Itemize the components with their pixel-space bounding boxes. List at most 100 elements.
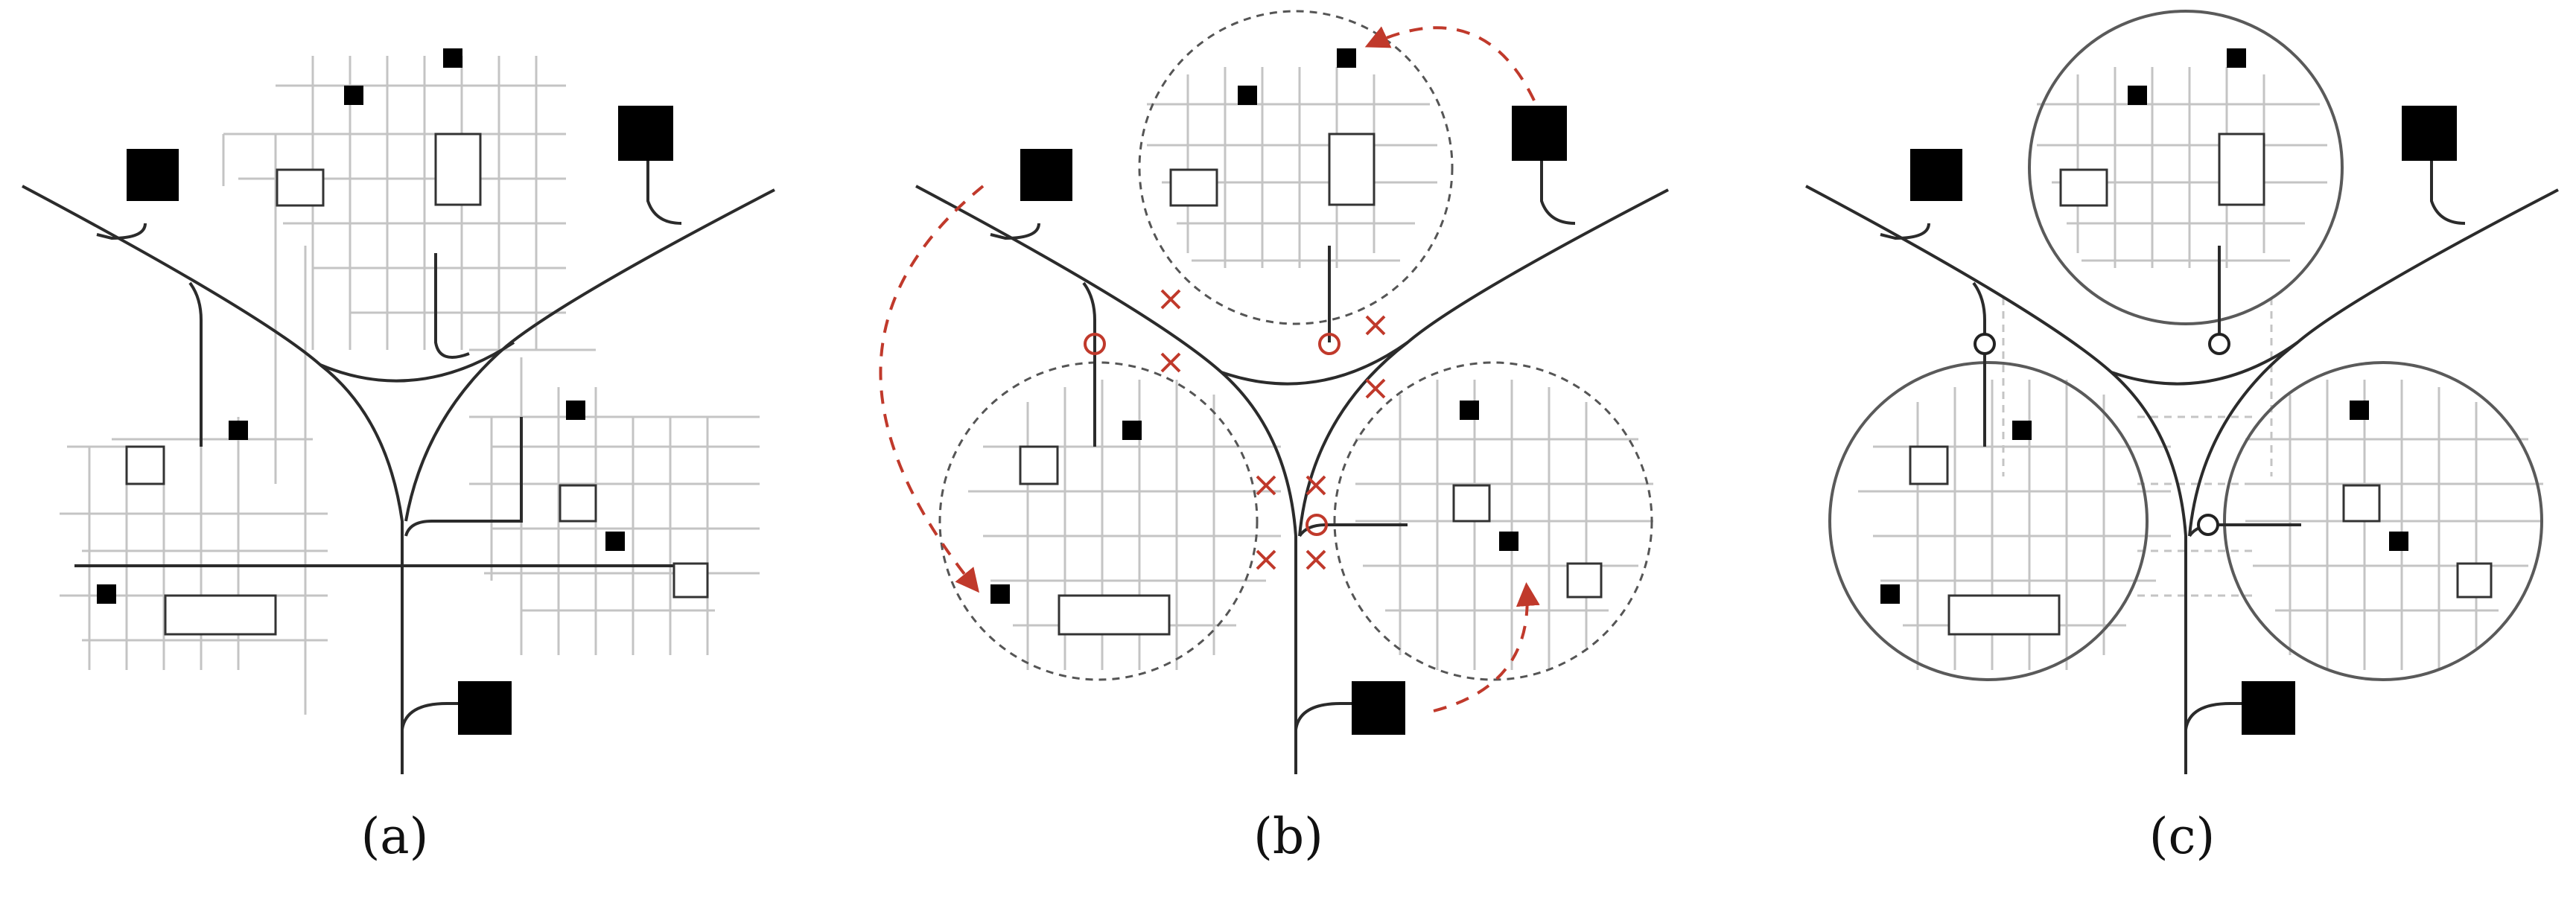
dashed-circles — [938, 10, 1653, 681]
relocation-arcs — [879, 26, 1540, 712]
cross-icon — [1306, 475, 1326, 496]
cross-icon — [1160, 352, 1181, 373]
circle-region-left — [1828, 361, 2149, 681]
building-small — [2227, 48, 2246, 68]
circle-icon — [1318, 333, 1341, 355]
road-hook-bottom — [1294, 702, 1355, 730]
road-right-arm — [2188, 188, 2559, 537]
building-outline — [276, 168, 325, 207]
building-small — [990, 584, 1010, 604]
solid-circles — [1828, 10, 2543, 681]
road-stem-left — [1082, 281, 1096, 447]
circle-icon — [1974, 333, 1996, 355]
building-small — [1238, 86, 1257, 105]
building-outline — [1452, 484, 1491, 523]
building-small — [2350, 401, 2369, 420]
building-small — [2389, 532, 2408, 551]
dashed-circle-right — [1333, 361, 1653, 681]
building-large — [458, 681, 512, 735]
road-top-connector — [319, 341, 515, 383]
road-network — [915, 156, 1669, 774]
building-outline — [672, 562, 709, 599]
panel-label-b: (b) — [1253, 808, 1323, 865]
building-small — [1460, 401, 1479, 420]
road-left-arm — [915, 185, 1297, 774]
building-outline — [2218, 133, 2265, 206]
street-grid — [60, 56, 760, 715]
panel-label-a: (a) — [360, 808, 429, 865]
cross-icon — [1365, 378, 1386, 399]
panel-a — [22, 48, 775, 774]
junction-markers — [1974, 333, 2230, 536]
building-outline — [125, 445, 165, 485]
road-hook-top-right — [1540, 156, 1576, 225]
building-outline — [164, 594, 277, 636]
building-small — [1122, 421, 1142, 440]
road-top-connector — [2111, 341, 2299, 386]
road-hook-top-left — [96, 223, 147, 240]
building-outline — [1328, 133, 1376, 206]
road-left-arm — [22, 185, 404, 774]
road-right-arm — [404, 188, 775, 522]
cross-icon — [1365, 315, 1386, 336]
road-hook-top-left — [1880, 223, 1930, 240]
cross-icon — [1256, 475, 1276, 496]
cross-icon — [1306, 549, 1326, 570]
building-outline — [2342, 484, 2381, 523]
panel-c — [1805, 10, 2559, 774]
conflict-markers — [1084, 289, 1386, 570]
building-small — [605, 532, 625, 551]
building-outline — [1909, 445, 1949, 485]
road-network — [22, 156, 775, 774]
street-grid — [1858, 67, 2543, 670]
building-outline — [1169, 168, 1218, 207]
street-grid — [968, 67, 1653, 670]
building-small — [566, 401, 585, 420]
panel-b — [879, 10, 1669, 774]
building-outline — [559, 484, 597, 523]
building-large — [618, 106, 673, 161]
building-large — [1910, 149, 1962, 201]
building-small — [97, 584, 116, 604]
building-small — [2128, 86, 2147, 105]
building-small — [1880, 584, 1900, 604]
building-small — [1499, 532, 1518, 551]
buildings — [990, 48, 1603, 735]
relocation-arc-left — [879, 185, 985, 593]
circle-icon — [2197, 514, 2219, 536]
building-small — [443, 48, 462, 68]
road-stem-right — [404, 417, 523, 537]
road-stem-left — [1972, 281, 1986, 447]
cross-icon — [1160, 289, 1181, 310]
road-stem-left — [188, 281, 203, 447]
road-top-connector — [1221, 341, 1409, 386]
circle-region-top — [2028, 10, 2344, 325]
building-large — [2242, 681, 2295, 735]
building-large — [127, 149, 179, 201]
building-small — [344, 86, 363, 105]
building-outline — [2456, 562, 2493, 599]
circle-icon — [1084, 333, 1106, 355]
cross-icon — [1256, 549, 1276, 570]
dashed-circle-left — [938, 361, 1259, 681]
dashed-circle-top — [1138, 10, 1454, 325]
building-outline — [434, 133, 482, 206]
road-hook-bottom — [2184, 702, 2245, 730]
circle-icon — [1306, 514, 1328, 536]
building-large — [1352, 681, 1405, 735]
road-hook-top-left — [990, 223, 1040, 240]
building-small — [2012, 421, 2032, 440]
road-stem-top — [434, 253, 470, 359]
building-small — [229, 421, 248, 440]
building-outline — [1947, 594, 2061, 636]
building-large — [1512, 106, 1567, 161]
road-hook-top-right — [2430, 156, 2466, 225]
circle-region-right — [2223, 361, 2543, 681]
building-large — [2402, 106, 2457, 161]
road-left-arm — [1805, 185, 2187, 774]
relocation-arc-top — [1364, 26, 1536, 101]
relocation-arc-bottom — [1433, 582, 1540, 712]
building-outline — [1058, 594, 1171, 636]
dashed-guides — [2002, 298, 2273, 597]
building-outline — [2059, 168, 2108, 207]
